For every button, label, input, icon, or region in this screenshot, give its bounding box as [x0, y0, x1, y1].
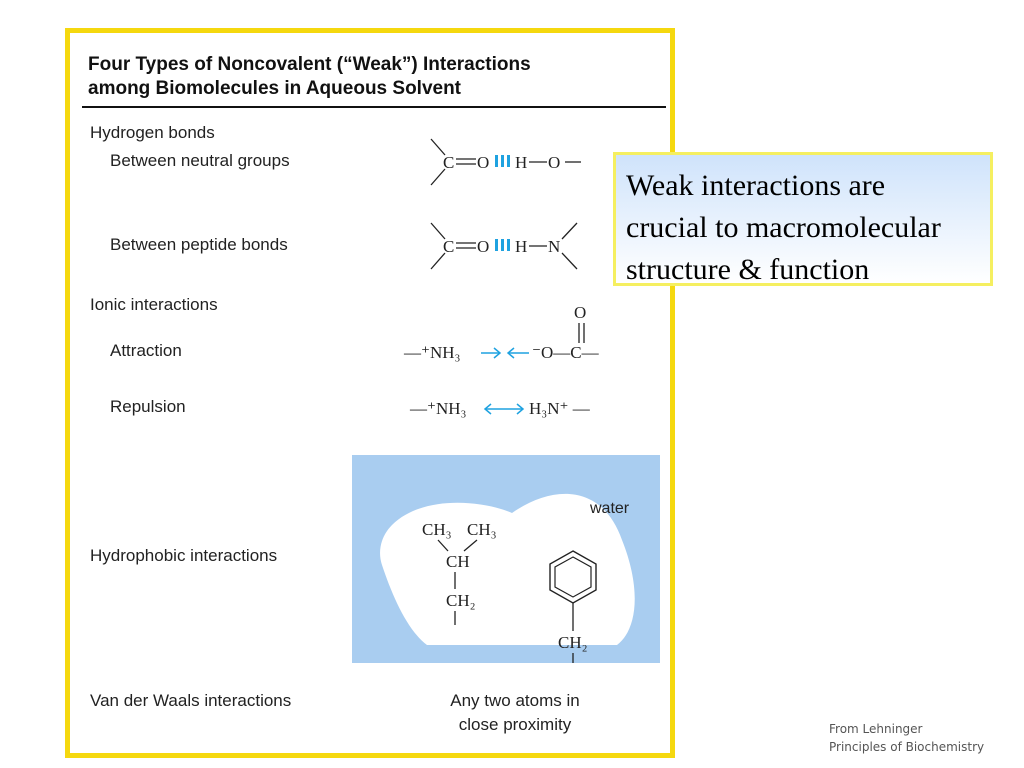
figure-title: Four Types of Noncovalent (“Weak”) Inter…	[88, 53, 531, 101]
attraction-ammonium: —⁺NH₃	[404, 343, 461, 362]
methine: CH	[446, 552, 470, 571]
repulsion-arrow	[483, 403, 525, 415]
atom-h: H	[515, 153, 527, 172]
credit-line-1: From Lehninger	[829, 722, 923, 736]
row-label-peptide-bonds: Between peptide bonds	[110, 235, 288, 254]
atom-o: O	[477, 153, 489, 172]
row-label-vdw: Van der Waals interactions	[90, 691, 292, 710]
peptide-bonds-structure: C O H N	[430, 222, 578, 270]
title-line-2: among Biomolecules in Aqueous Solvent	[88, 78, 462, 99]
atom-c: C	[443, 237, 454, 256]
repulsion-ammonium-left: —⁺NH₃	[410, 399, 467, 418]
neutral-groups-structure: C O H O	[430, 138, 581, 186]
vdw-line-1: Any two atoms in	[450, 691, 580, 710]
ring-methylene: CH₂	[558, 633, 588, 652]
vdw-line-2: close proximity	[458, 715, 572, 734]
atom-o: O	[477, 237, 489, 256]
row-label-neutral-groups: Between neutral groups	[110, 151, 290, 170]
carbonyl-oxygen: O	[574, 303, 587, 322]
hydrogen-bond-dashes	[495, 239, 510, 251]
methyl-right: CH₃	[467, 520, 497, 539]
carbonyl-double-bond	[578, 323, 585, 343]
benzene-ring	[549, 550, 597, 604]
callout-line-3: structure & function	[626, 253, 870, 286]
callout-line-2: crucial to macromolecular	[626, 211, 941, 244]
source-credit: From Lehninger Principles of Biochemistr…	[829, 720, 984, 756]
row-label-hydrogen-bonds: Hydrogen bonds	[90, 123, 215, 142]
water-label: water	[589, 500, 630, 517]
water-region	[352, 455, 660, 663]
repulsion-ammonium-right: H₃N⁺ —	[529, 399, 590, 418]
attraction-carboxylate: ⁻O—C—	[532, 343, 599, 362]
atom-n: N	[548, 237, 560, 256]
atom-c: C	[443, 153, 454, 172]
callout-line-1: Weak interactions are	[626, 169, 886, 202]
atom-h: H	[515, 237, 527, 256]
hydrogen-bond-dashes	[495, 155, 510, 167]
methylene: CH₂	[446, 591, 476, 610]
attraction-arrows	[481, 347, 529, 359]
callout-box: Weak interactions are crucial to macromo…	[613, 152, 993, 286]
hydrophobic-diagram: water CH₃ CH₃ CH CH₂ CH₂	[352, 455, 660, 663]
credit-line-2: Principles of Biochemistry	[829, 740, 985, 754]
vdw-description: Any two atoms in close proximity	[420, 689, 610, 737]
row-label-attraction: Attraction	[110, 341, 182, 360]
row-label-ionic: Ionic interactions	[90, 295, 218, 314]
row-label-hydrophobic: Hydrophobic interactions	[90, 546, 278, 565]
methyl-left: CH₃	[422, 520, 452, 539]
title-line-1: Four Types of Noncovalent (“Weak”) Inter…	[88, 54, 531, 75]
row-label-repulsion: Repulsion	[110, 397, 186, 416]
atom-o2: O	[548, 153, 560, 172]
title-divider	[82, 106, 666, 108]
figure-panel: Four Types of Noncovalent (“Weak”) Inter…	[65, 28, 675, 758]
